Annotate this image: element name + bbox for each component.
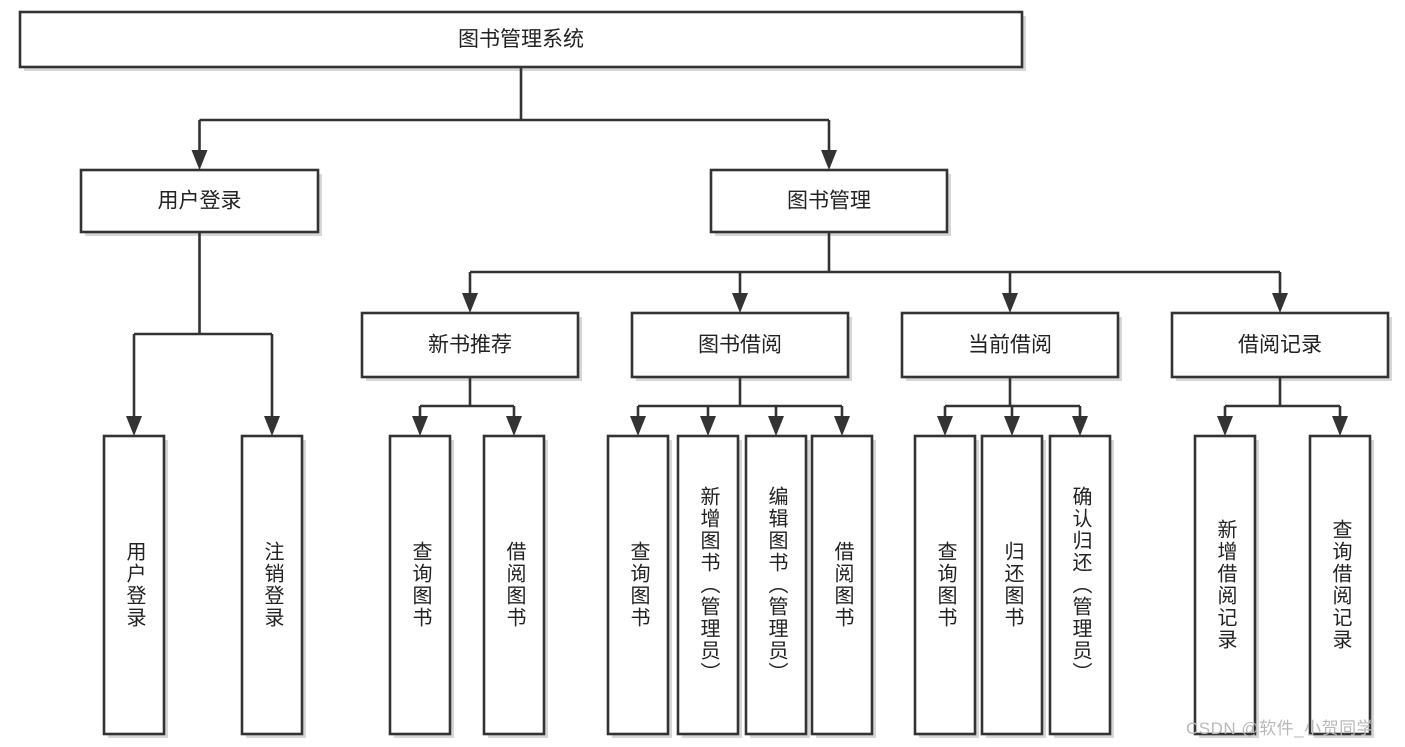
arrow-head-icon: [264, 416, 280, 436]
level3-node-label: 借阅记录: [1238, 334, 1322, 357]
leaf-node-box[interactable]: [388, 434, 452, 736]
level3-node-box[interactable]: [630, 311, 850, 379]
arrow-head-icon: [462, 293, 478, 313]
leaf-node-box[interactable]: [744, 434, 808, 736]
arrow-head-icon: [732, 293, 748, 313]
arrow-head-icon: [630, 416, 646, 436]
box-layer: [18, 10, 1390, 736]
leaf-node-box[interactable]: [1193, 434, 1257, 736]
arrow-head-icon: [1002, 293, 1018, 313]
leaf-node-box[interactable]: [1308, 434, 1372, 736]
leaf-node-box[interactable]: [913, 434, 977, 736]
level3-node-box[interactable]: [900, 311, 1120, 379]
arrow-head-icon: [1072, 416, 1088, 436]
level2-node-label: 图书管理: [787, 190, 871, 213]
arrow-head-icon: [191, 150, 208, 170]
arrow-head-icon: [937, 416, 953, 436]
arrow-head-icon: [768, 416, 784, 436]
arrow-head-icon: [834, 416, 850, 436]
root-node-label: 图书管理系统: [458, 28, 584, 51]
leaf-node-box[interactable]: [102, 434, 166, 736]
level2-node-label: 用户登录: [158, 190, 242, 213]
arrow-head-icon: [1217, 416, 1233, 436]
leaf-node-box[interactable]: [240, 434, 304, 736]
connector-layer: [126, 67, 1348, 436]
arrow-head-icon: [126, 416, 142, 436]
arrow-head-icon: [821, 150, 837, 170]
arrow-head-icon: [1272, 293, 1288, 313]
leaf-node-box[interactable]: [810, 434, 874, 736]
level3-node-box[interactable]: [1170, 311, 1390, 379]
leaf-node-box[interactable]: [606, 434, 670, 736]
level2-node-box[interactable]: [79, 168, 320, 234]
arrow-head-icon: [1332, 416, 1348, 436]
level3-node-box[interactable]: [360, 311, 580, 379]
leaf-node-box[interactable]: [482, 434, 546, 736]
arrow-head-icon: [1004, 416, 1020, 436]
leaf-node-box[interactable]: [980, 434, 1044, 736]
leaf-node-box[interactable]: [1048, 434, 1112, 736]
level3-node-label: 新书推荐: [428, 334, 512, 357]
level3-node-label: 图书借阅: [698, 334, 782, 357]
level3-node-label: 当前借阅: [968, 334, 1052, 357]
watermark-text: CSDN @软件_小贺同学: [1186, 719, 1375, 738]
arrow-head-icon: [506, 416, 522, 436]
root-node-box[interactable]: [18, 10, 1024, 69]
leaf-node-box[interactable]: [676, 434, 740, 736]
arrow-head-icon: [412, 416, 428, 436]
level2-node-box[interactable]: [709, 168, 949, 234]
arrow-head-icon: [700, 416, 716, 436]
